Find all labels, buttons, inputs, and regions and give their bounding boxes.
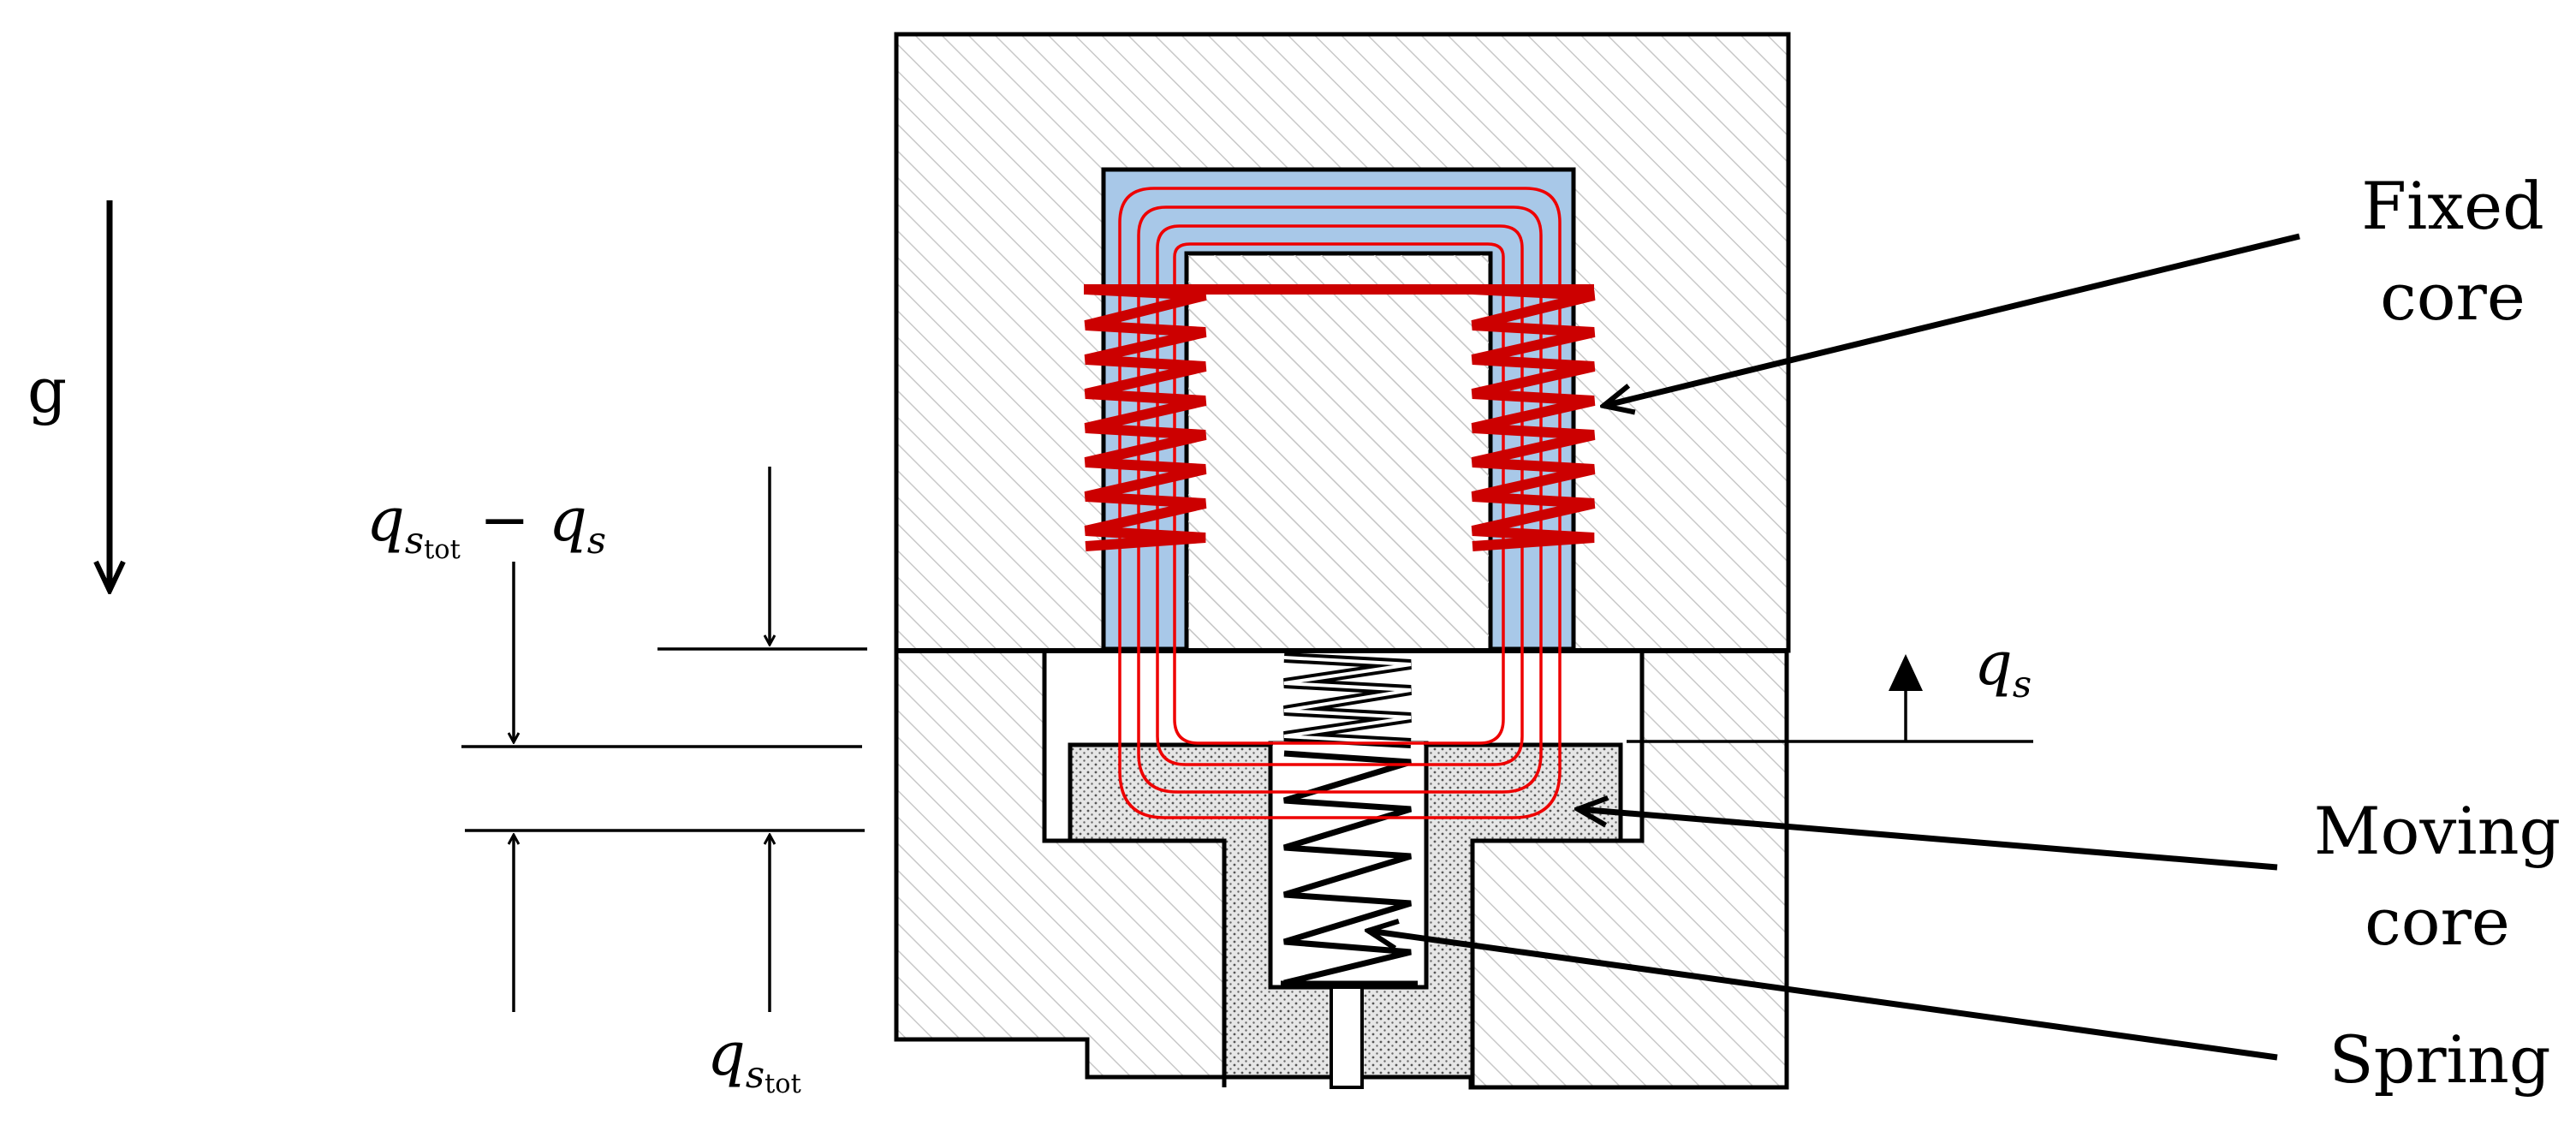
math-q-2: q — [548, 485, 587, 555]
spring-lower — [1282, 750, 1413, 986]
math-s-2: s — [586, 520, 607, 563]
math-q-3: q — [707, 1019, 746, 1089]
fixed-core-label: Fixed core — [2346, 161, 2560, 342]
flux-lines — [1118, 187, 1562, 819]
gravity-text: g — [27, 354, 68, 426]
math-q-4: q — [1974, 628, 2013, 699]
valve-stem — [1330, 985, 1364, 1089]
qs-label: qs — [1974, 634, 2032, 705]
math-s: s — [404, 520, 425, 563]
moving-core-label: Moving core — [2305, 786, 2570, 967]
qs-tot-minus-qs-label: qstot − qs — [366, 490, 606, 564]
qs-arrowhead — [1889, 654, 1923, 691]
math-tot-2: tot — [764, 1069, 801, 1100]
math-minus: − — [460, 485, 549, 555]
coil-left — [1084, 284, 1207, 551]
moving-core-line1: Moving — [2313, 793, 2561, 869]
qs-tot-label: qstot — [707, 1024, 801, 1098]
math-q: q — [366, 485, 405, 555]
math-s-4: s — [2012, 664, 2032, 707]
fixed-core-line2: core — [2380, 259, 2525, 335]
coil — [1084, 284, 1596, 551]
spring-leader — [1368, 931, 2278, 1061]
dimension-lines — [461, 467, 867, 1012]
coil-right — [1471, 284, 1596, 551]
moving-core-leader — [1578, 809, 2278, 871]
moving-core-line2: core — [2365, 884, 2510, 960]
fixed-core-line1: Fixed — [2361, 168, 2544, 244]
math-tot: tot — [424, 535, 461, 566]
gravity-label: g — [27, 360, 67, 421]
spring-label: Spring — [2311, 1027, 2568, 1092]
fixed-core-inner — [1188, 255, 1489, 649]
fixed-core-leader — [1603, 233, 2300, 406]
spring-text: Spring — [2329, 1021, 2551, 1098]
math-s-3: s — [745, 1054, 765, 1098]
